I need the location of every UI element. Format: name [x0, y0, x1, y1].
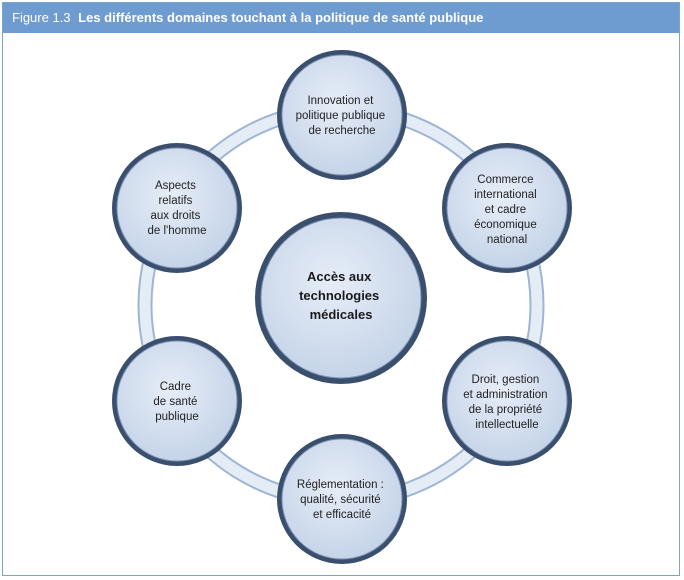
node-line: Aspects — [155, 180, 196, 192]
node-innovation: Innovation et politique publique de rech… — [277, 50, 407, 180]
center-text: Accès aux technologies médicales — [299, 269, 383, 322]
center-line: médicales — [310, 307, 373, 322]
node-line: politique publique — [296, 110, 386, 122]
node-line: national — [487, 234, 527, 246]
node-reglementation-text: Réglementation : qualité, sécurité et ef… — [297, 479, 387, 521]
node-line: Innovation et — [307, 95, 374, 107]
node-commerce-text: Commerce international et cadre économiq… — [474, 174, 540, 246]
node-line: intellectuelle — [475, 419, 538, 431]
node-line: et administration — [463, 389, 547, 401]
node-line: et cadre — [485, 204, 527, 216]
node-line: Cadre — [160, 381, 191, 393]
center-line: technologies — [299, 288, 379, 303]
node-line: aux droits — [150, 210, 200, 222]
node-droits-homme: Aspects relatifs aux droits de l'homme — [112, 143, 242, 273]
node-droit: Droit, gestion et administration de la p… — [442, 336, 572, 466]
node-sante-publique: Cadre de santé publique — [112, 336, 242, 466]
node-line: de recherche — [308, 125, 375, 137]
node-droits-homme-text: Aspects relatifs aux droits de l'homme — [147, 180, 206, 237]
node-commerce: Commerce international et cadre économiq… — [442, 143, 572, 273]
node-line: de l'homme — [147, 225, 206, 237]
node-line: qualité, sécurité — [300, 494, 381, 506]
center-node: Accès aux technologies médicales — [255, 212, 427, 384]
node-reglementation: Réglementation : qualité, sécurité et ef… — [277, 434, 407, 564]
node-line: économique — [474, 219, 537, 231]
node-line: Droit, gestion — [472, 374, 540, 386]
node-line: relatifs — [158, 195, 192, 207]
figure-number: Figure 1.3 — [12, 10, 71, 25]
node-line: Commerce — [477, 174, 533, 186]
node-innovation-text: Innovation et politique publique de rech… — [296, 95, 389, 137]
center-line: Accès aux — [307, 269, 372, 284]
node-sante-publique-text: Cadre de santé publique — [153, 381, 200, 423]
node-line: de santé — [153, 396, 197, 408]
node-line: publique — [155, 411, 198, 423]
node-line: Réglementation : — [297, 479, 384, 491]
node-line: et efficacité — [313, 509, 371, 521]
figure-header: Figure 1.3 Les différents domaines touch… — [3, 3, 679, 33]
node-line: de la propriété — [469, 404, 543, 416]
node-droit-text: Droit, gestion et administration de la p… — [463, 374, 551, 431]
figure-title: Les différents domaines touchant à la po… — [78, 10, 484, 25]
node-line: international — [474, 189, 537, 201]
